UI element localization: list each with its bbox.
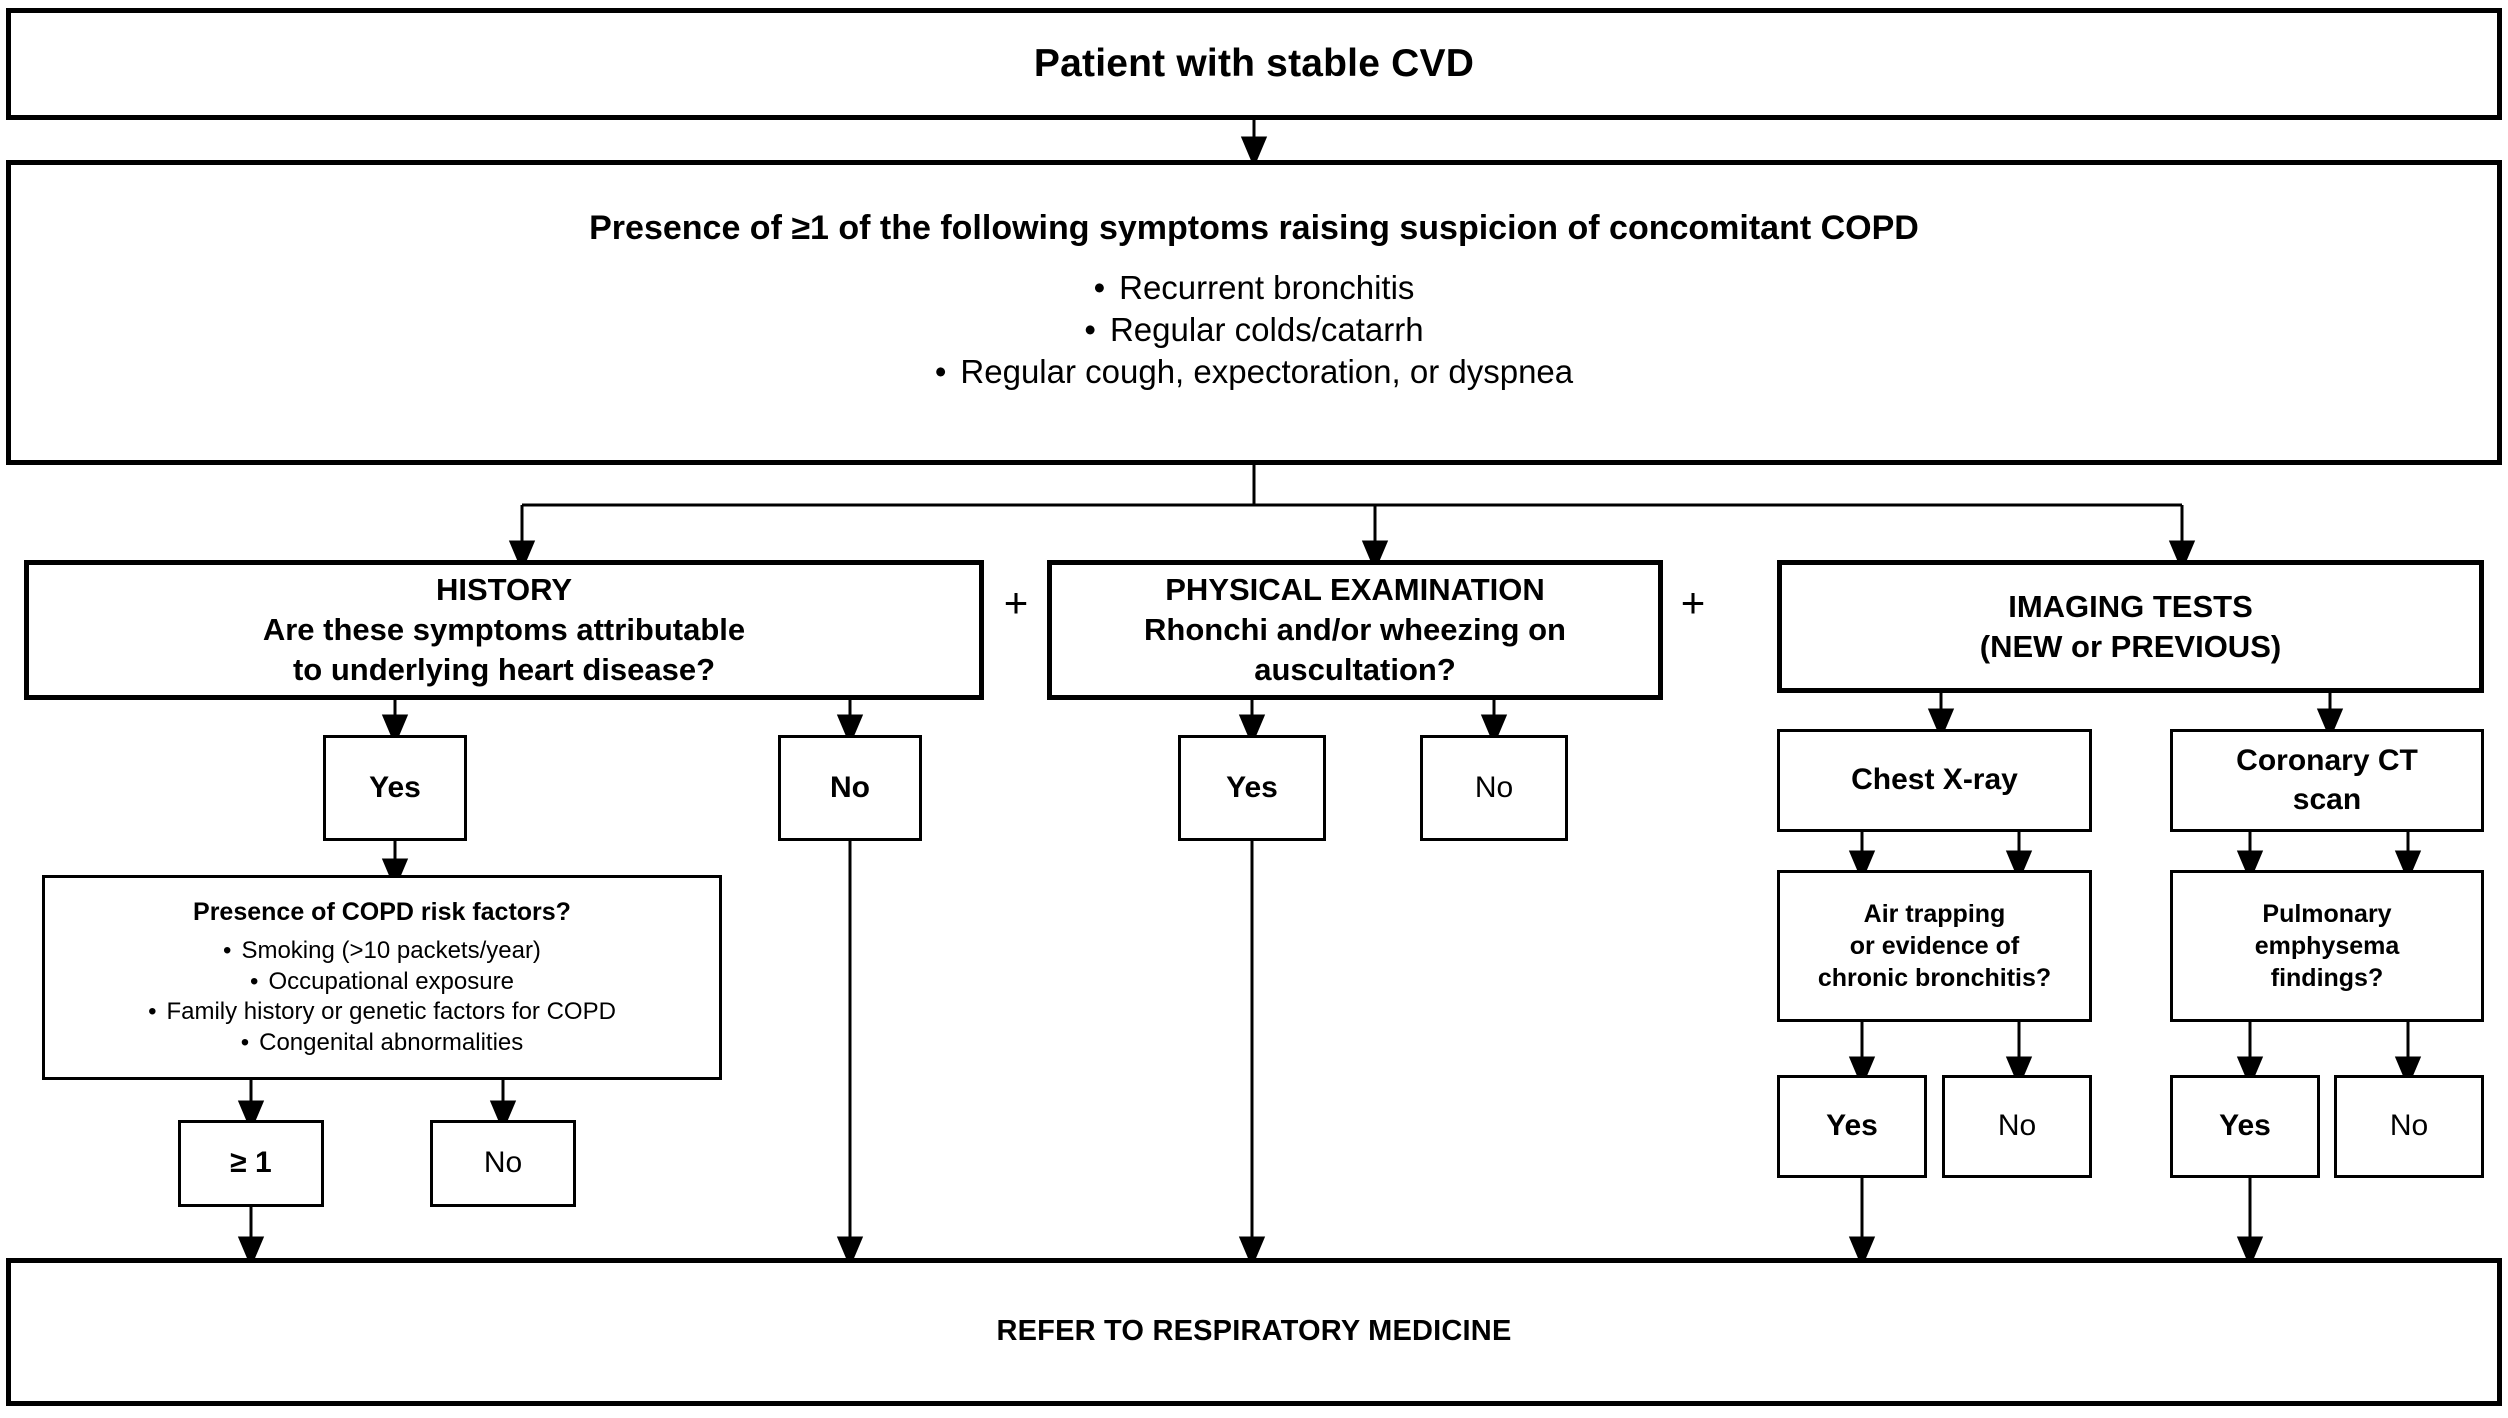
list-item: • Smoking (>10 packets/year) (45, 936, 719, 967)
physical-yes-box: Yes (1178, 735, 1326, 841)
coronary-ct-no-label: No (2389, 1109, 2429, 1143)
coronary-ct-no-box: No (2334, 1075, 2484, 1178)
imaging-tests-box: IMAGING TESTS (NEW or PREVIOUS) (1777, 560, 2484, 693)
pulmonary-emphysema-line-1: Pulmonary (2262, 900, 2392, 928)
operator-plus-2: + (1670, 579, 1716, 626)
operator-plus-1: + (993, 579, 1039, 626)
history-line-3: to underlying heart disease? (292, 651, 716, 687)
imaging-tests-heading: IMAGING TESTS (2008, 588, 2253, 624)
outcome-banner: REFER TO RESPIRATORY MEDICINE (6, 1258, 2502, 1406)
operator-plus-2-label: + (1680, 579, 1706, 626)
coronary-ct-yes-label: Yes (2219, 1109, 2271, 1143)
risk-factors-bullet-list: • Smoking (>10 packets/year) • Occupationa… (45, 936, 719, 1059)
risk-no-box: No (430, 1120, 576, 1207)
air-trapping-box: Air trapping or evidence of chronic bron… (1777, 870, 2092, 1022)
list-item: • Family history or genetic factors for C… (45, 997, 719, 1028)
list-item-label: Regular cough, expectoration, or dyspnea (960, 352, 1574, 390)
risk-no-label: No (483, 1146, 523, 1180)
bullet-icon: • (223, 937, 232, 964)
physical-no-box: No (1420, 735, 1568, 841)
history-no-box: No (778, 735, 922, 841)
symptoms-box: Presence of ≥1 of the following symptoms… (6, 160, 2502, 465)
outcome-banner-text: REFER TO RESPIRATORY MEDICINE (996, 1315, 1512, 1348)
air-trapping-line-1: Air trapping (1863, 900, 2006, 928)
chest-xray-no-box: No (1942, 1075, 2092, 1178)
symptoms-heading: Presence of ≥1 of the following symptoms… (589, 209, 1919, 247)
risk-at-least-one-box: ≥ 1 (178, 1120, 324, 1207)
list-item-label: Recurrent bronchitis (1119, 268, 1415, 306)
air-trapping-line-2: or evidence of (1849, 932, 2020, 960)
chest-xray-yes-label: Yes (1826, 1109, 1878, 1143)
history-no-label: No (830, 770, 870, 804)
title-banner: Patient with stable CVD (6, 8, 2502, 120)
symptoms-bullet-list: •Recurrent bronchitis •Regular colds/cat… (11, 267, 2497, 394)
coronary-ct-yes-box: Yes (2170, 1075, 2320, 1178)
physical-examination-line-2: Rhonchi and/or wheezing on (1144, 612, 1566, 648)
pulmonary-emphysema-line-2: emphysema (2254, 932, 2400, 960)
history-heading: HISTORY (435, 572, 573, 608)
history-line-2: Are these symptoms attributable (262, 612, 746, 648)
chest-xray-yes-box: Yes (1777, 1075, 1927, 1178)
physical-no-label: No (1474, 770, 1514, 804)
history-yes-box: Yes (323, 735, 467, 841)
list-item-label: Family history or genetic factors for CO… (166, 998, 616, 1026)
list-item-label: Smoking (>10 packets/year) (241, 937, 541, 964)
operator-plus-1-label: + (1003, 579, 1029, 626)
bullet-icon: • (1084, 310, 1096, 348)
pulmonary-emphysema-box: Pulmonary emphysema findings? (2170, 870, 2484, 1022)
history-box: HISTORY Are these symptoms attributable … (24, 560, 984, 700)
list-item-label: Congenital abnormalities (259, 1029, 524, 1057)
title-banner-text: Patient with stable CVD (1033, 42, 1475, 86)
coronary-ct-box: Coronary CT scan (2170, 729, 2484, 832)
physical-examination-box: PHYSICAL EXAMINATION Rhonchi and/or whee… (1047, 560, 1663, 700)
chest-xray-no-label: No (1997, 1109, 2037, 1143)
risk-factors-heading: Presence of COPD risk factors? (193, 898, 571, 926)
coronary-ct-label-line-2: scan (2292, 782, 2362, 816)
pulmonary-emphysema-line-3: findings? (2270, 964, 2384, 992)
air-trapping-line-3: chronic bronchitis? (1817, 964, 2052, 992)
chest-xray-label: Chest X-ray (1851, 763, 2018, 797)
physical-examination-line-3: auscultation? (1254, 651, 1456, 687)
bullet-icon: • (1093, 268, 1106, 306)
list-item: • Recurrent bronchitis (11, 267, 2497, 309)
imaging-tests-line-2: (NEW or PREVIOUS) (1979, 628, 2282, 664)
risk-factors-box: Presence of COPD risk factors? • Smoking … (42, 875, 722, 1080)
list-item: • Regular colds/catarrh (11, 309, 2497, 351)
list-item-label: Regular colds/catarrh (1109, 310, 1424, 348)
bullet-icon: • (148, 998, 157, 1026)
list-item: • Regular cough, expectoration, or dyspne… (11, 351, 2497, 393)
coronary-ct-label-line-1: Coronary CT (2236, 744, 2418, 778)
list-item: • Congenital abnormalities (45, 1028, 719, 1059)
bullet-icon: • (934, 352, 947, 390)
history-yes-label: Yes (369, 770, 421, 804)
bullet-icon: • (240, 1029, 250, 1057)
list-item: • Occupational exposure (45, 967, 719, 998)
risk-at-least-one-label: ≥ 1 (230, 1146, 272, 1180)
physical-examination-heading: PHYSICAL EXAMINATION (1165, 572, 1545, 608)
physical-yes-label: Yes (1226, 770, 1278, 804)
bullet-icon: • (250, 967, 259, 995)
chest-xray-box: Chest X-ray (1777, 729, 2092, 832)
list-item-label: Occupational exposure (268, 967, 514, 995)
